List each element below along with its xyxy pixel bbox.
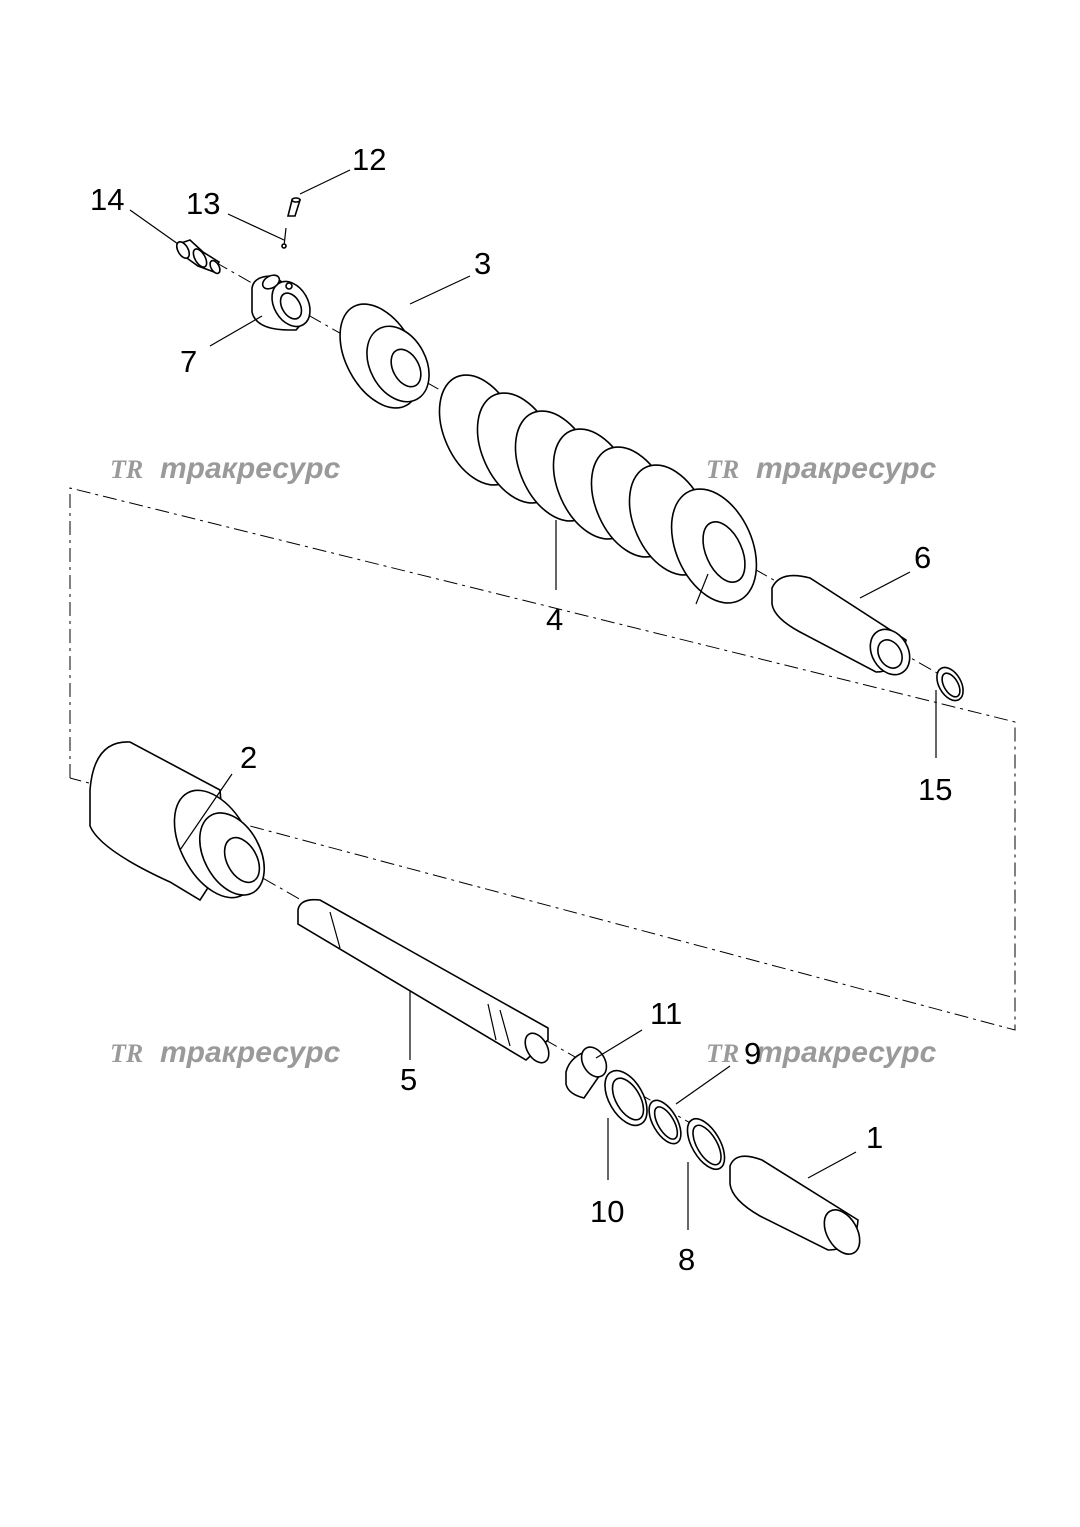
callout-6: 6 [914,540,931,575]
leader-lines [129,169,937,1230]
callout-labels: 12 13 14 3 7 6 4 2 15 11 9 5 1 10 8 [90,142,952,1277]
watermark-logo: TR [706,1039,739,1068]
callout-2: 2 [240,740,257,775]
callout-15: 15 [918,772,952,807]
part-8-ring [686,1117,726,1171]
callout-7: 7 [180,344,197,379]
callout-8: 8 [678,1242,695,1277]
part-4-spring [438,374,758,605]
watermark-logo: TR [706,455,739,484]
part-11-collar [565,1046,608,1099]
watermark-logo: TR [110,455,143,484]
part-13-ball [281,227,287,249]
watermark-text: тракресурс [756,452,937,485]
callout-14: 14 [90,182,124,217]
callout-3: 3 [474,246,491,281]
part-2-housing [89,741,266,902]
watermark-logo: TR [110,1039,143,1068]
callout-9: 9 [744,1036,761,1071]
part-6-sleeve [771,574,911,676]
watermark-2: TR тракресурс [706,452,937,485]
callout-5: 5 [400,1062,417,1097]
watermark-3: TR тракресурс [110,1036,341,1069]
callout-4: 4 [546,602,563,637]
part-7-end-cap [251,274,311,331]
watermark-text: тракресурс [756,1036,937,1069]
callout-1: 1 [866,1120,883,1155]
part-12-pin [286,197,302,217]
watermark-4: TR тракресурс [706,1036,937,1069]
part-10-seal-ring [604,1069,648,1127]
part-3-flanged-bushing [339,303,430,409]
watermark-text: тракресурс [160,452,341,485]
watermark-text: тракресурс [160,1036,341,1069]
callout-12: 12 [352,142,386,177]
callout-11: 11 [650,996,682,1031]
callout-13: 13 [186,186,220,221]
part-9-ring [648,1099,682,1145]
assembly-axis-lines [69,261,1016,1141]
part-14-grease-fitting [175,239,221,275]
part-1-cylinder [729,1155,861,1255]
part-5-shaft [297,898,550,1064]
callout-10: 10 [590,1194,624,1229]
part-15-snap-ring [936,666,964,702]
watermark-1: TR тракресурс [110,452,341,485]
